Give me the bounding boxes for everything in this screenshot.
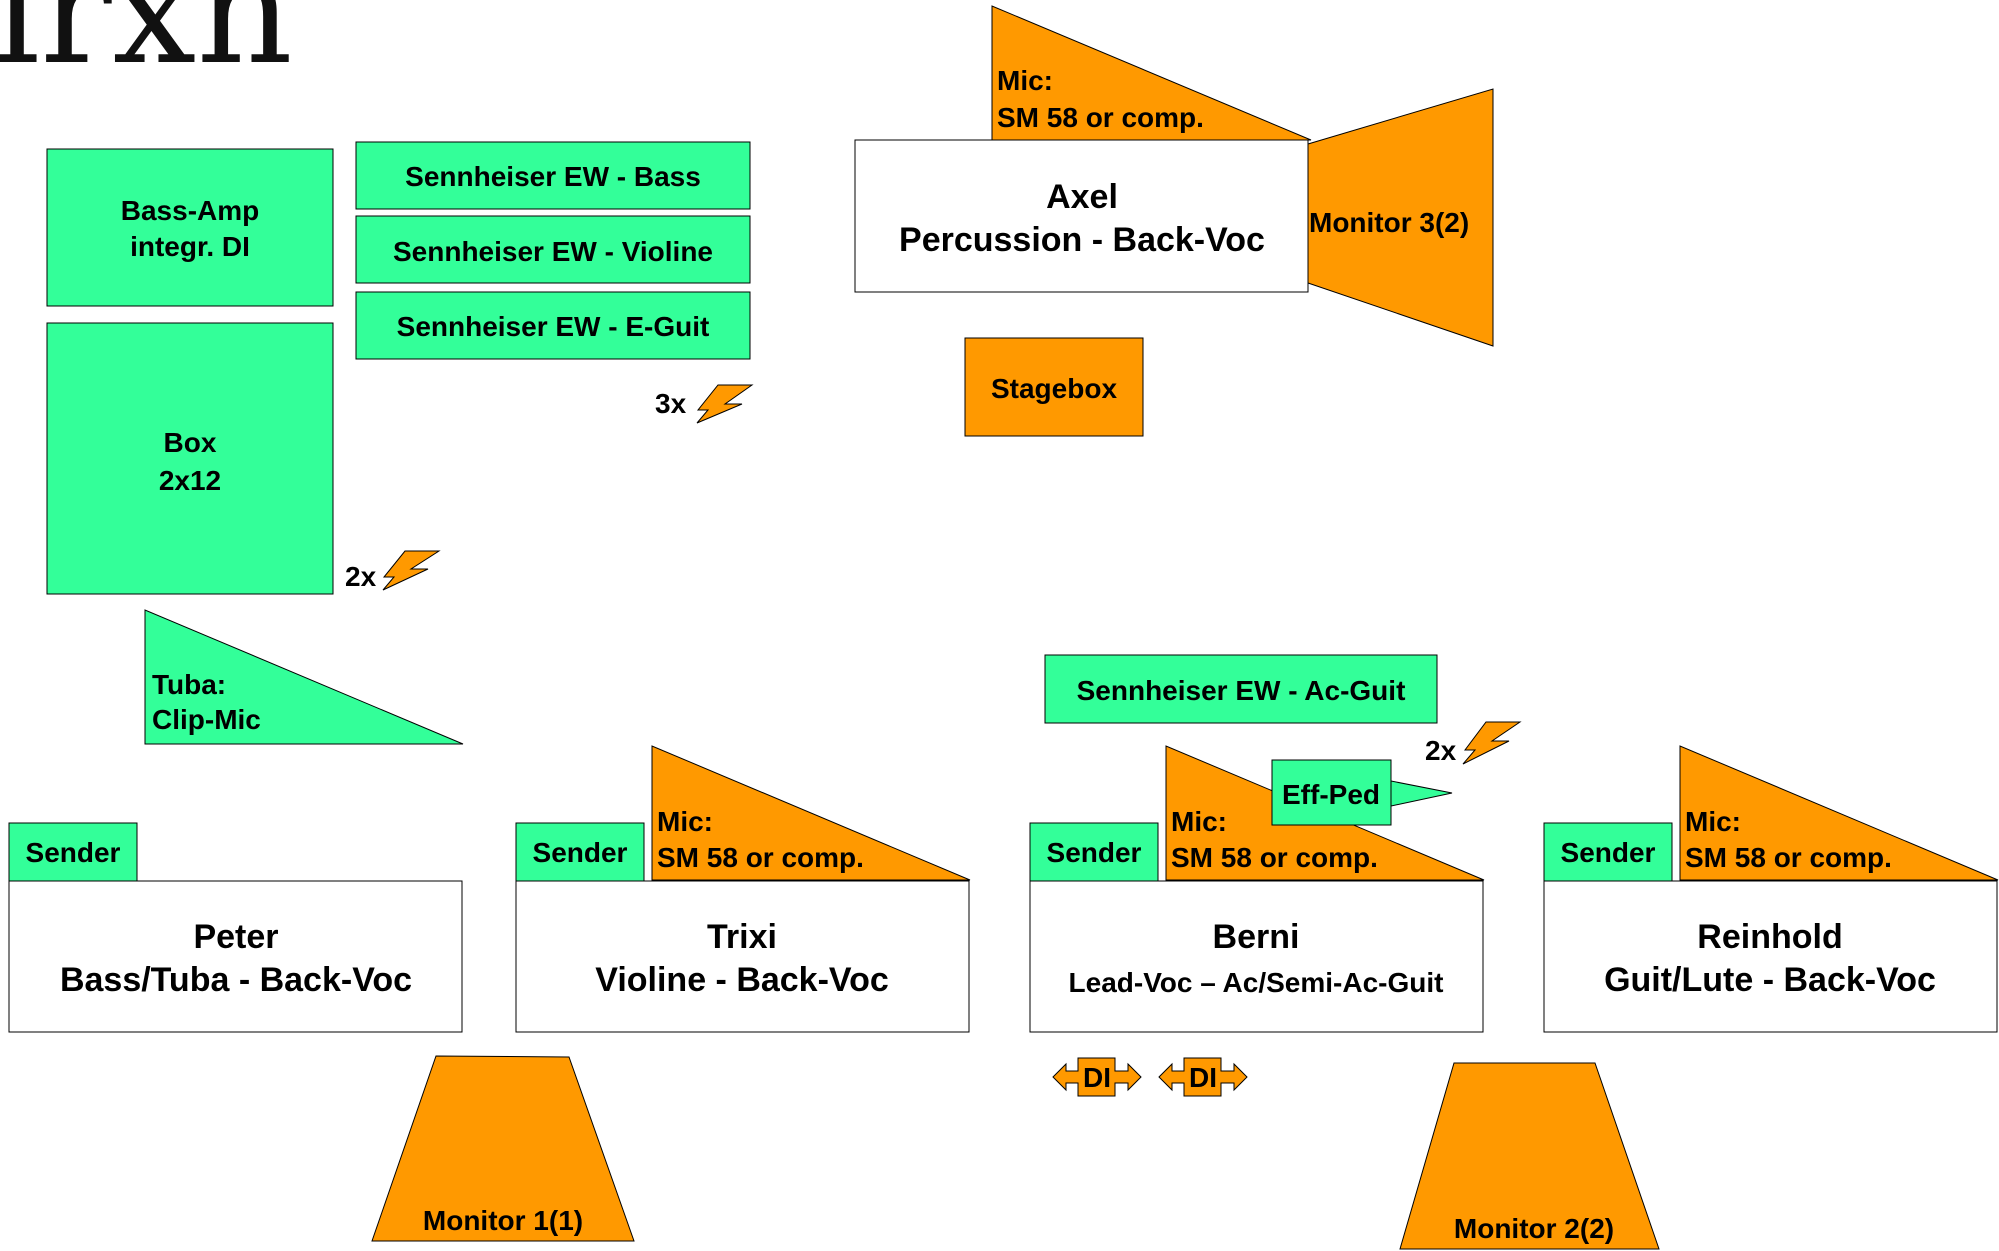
sender-berni-label: Sender [1047,837,1142,868]
mic-berni-label-1: Mic: [1171,806,1227,837]
lightning-icon [1462,721,1522,765]
receiver-violine-label: Sennheiser EW - Violine [393,236,713,267]
lightning-icon [696,384,754,424]
mic-reinhold-label-2: SM 58 or comp. [1685,842,1892,873]
mic-trixi-label-2: SM 58 or comp. [657,842,864,873]
monitor-1: Monitor 1(1) [371,1055,635,1242]
power-2x-left-label: 2x [345,561,377,592]
bass-amp-label-1: Bass-Amp [121,195,259,226]
mic-reinhold: Mic: SM 58 or comp. [1679,745,1999,881]
effect-pedal-label: Eff-Ped [1282,779,1380,810]
mic-axel-label-1: Mic: [997,65,1053,96]
tuba-mic-label-1: Tuba: [152,669,226,700]
monitor-2: Monitor 2(2) [1399,1062,1660,1250]
monitor-2-label: Monitor 2(2) [1454,1213,1614,1244]
receiver-acguit: Sennheiser EW - Ac-Guit [1044,654,1438,724]
stagebox-label: Stagebox [991,373,1117,404]
musician-peter: Peter Bass/Tuba - Back-Voc [8,880,463,1033]
di-box-2-label: DI [1189,1062,1217,1093]
power-3x: 3x [655,384,754,424]
musician-berni: Berni Lead-Voc – Ac/Semi-Ac-Guit [1029,880,1484,1033]
di-box-1-label: DI [1083,1062,1111,1093]
musician-berni-role: Lead-Voc – Ac/Semi-Ac-Guit [1069,967,1444,998]
monitor-3-label: Monitor 3(2) [1309,207,1469,238]
box-label-1: Box [164,427,217,458]
sender-peter: Sender [8,822,138,883]
receiver-bass: Sennheiser EW - Bass [355,141,751,210]
receiver-violine: Sennheiser EW - Violine [355,215,751,284]
sender-reinhold-label: Sender [1561,837,1656,868]
sender-trixi: Sender [515,822,645,883]
musician-trixi-role: Violine - Back-Voc [595,961,889,999]
musician-reinhold-role: Guit/Lute - Back-Voc [1604,961,1936,999]
mic-trixi-label-1: Mic: [657,806,713,837]
musician-axel-role: Percussion - Back-Voc [899,221,1265,259]
bass-amp: Bass-Amp integr. DI [46,148,334,307]
receiver-bass-label: Sennheiser EW - Bass [405,161,701,192]
mic-trixi: Mic: SM 58 or comp. [651,745,971,881]
power-3x-label: 3x [655,388,687,419]
tuba-mic-label-2: Clip-Mic [152,704,261,735]
sender-berni: Sender [1029,822,1159,883]
power-2x-right-label: 2x [1425,735,1457,766]
musician-peter-name: Peter [193,918,278,956]
di-box-2: DI [1158,1057,1248,1097]
mic-axel-label-2: SM 58 or comp. [997,102,1204,133]
sender-peter-label: Sender [26,837,121,868]
musician-berni-name: Berni [1213,918,1300,956]
monitor-1-label: Monitor 1(1) [423,1205,583,1236]
musician-axel-name: Axel [1046,178,1118,216]
stagebox: Stagebox [964,337,1144,437]
musician-reinhold-name: Reinhold [1697,918,1842,956]
effect-pedal: Eff-Ped [1271,759,1453,826]
mic-reinhold-label-1: Mic: [1685,806,1741,837]
monitor-3: Monitor 3(2) [1307,88,1494,347]
sender-trixi-label: Sender [533,837,628,868]
power-2x-left: 2x [345,550,441,592]
mic-axel: Mic: SM 58 or comp. [991,5,1312,141]
power-2x-right: 2x [1425,721,1522,766]
box-label-2: 2x12 [159,465,221,496]
musician-peter-role: Bass/Tuba - Back-Voc [60,961,412,999]
receiver-acguit-label: Sennheiser EW - Ac-Guit [1077,675,1406,706]
di-box-1: DI [1052,1057,1142,1097]
sender-reinhold: Sender [1543,822,1673,883]
speaker-box: Box 2x12 [46,322,334,595]
lightning-icon [382,550,441,591]
mic-berni-label-2: SM 58 or comp. [1171,842,1378,873]
receiver-eguit-label: Sennheiser EW - E-Guit [397,311,710,342]
tuba-clip-mic: Tuba: Clip-Mic [144,609,464,745]
band-logo: irxn [0,0,293,98]
musician-trixi-name: Trixi [707,918,777,956]
musician-trixi: Trixi Violine - Back-Voc [515,880,970,1033]
musician-axel: Axel Percussion - Back-Voc [854,139,1309,293]
bass-amp-label-2: integr. DI [130,231,250,262]
receiver-eguit: Sennheiser EW - E-Guit [355,291,751,360]
musician-reinhold: Reinhold Guit/Lute - Back-Voc [1543,880,1998,1033]
